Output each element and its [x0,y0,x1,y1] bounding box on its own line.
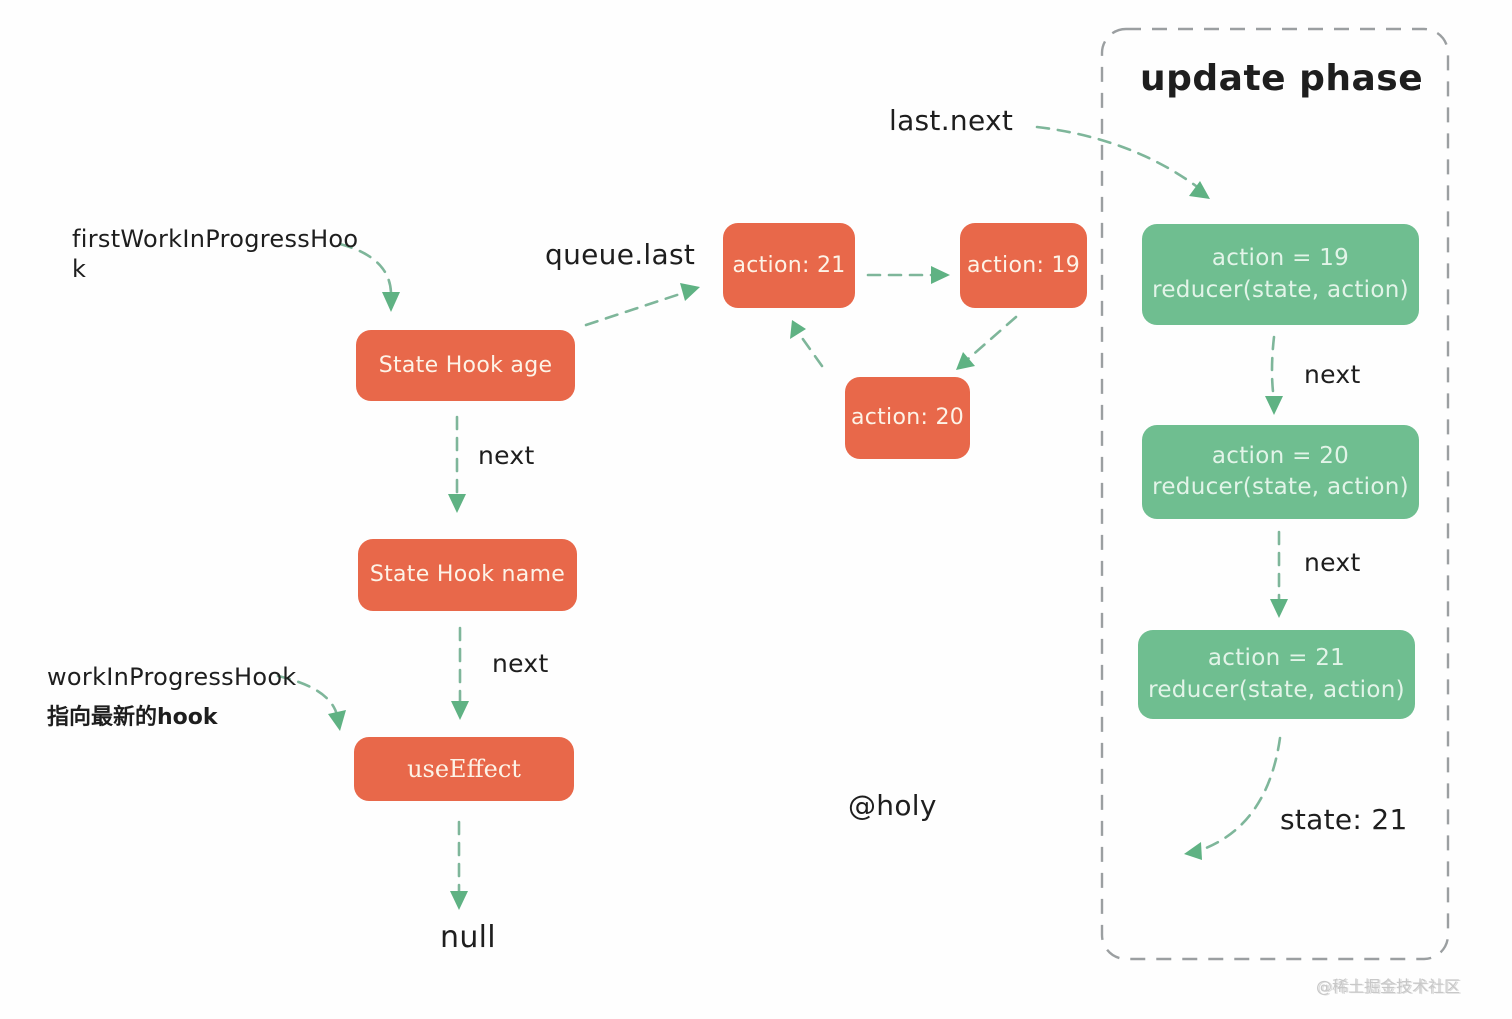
label-first-wip-hook: firstWorkInProgressHoo k [72,224,358,284]
node-use-effect: useEffect [354,737,574,801]
node-reducer-20-action: action = 20 [1211,442,1350,469]
arrow-firstwip-to-age [338,242,400,312]
arrow-action19-to-action20 [956,315,1018,370]
node-state-hook-age: State Hook age [356,330,575,401]
node-action-19: action: 19 [960,223,1087,308]
arrow-action20-to-action21 [790,320,824,368]
arrow-name-to-useeffect [451,626,469,720]
node-reducer-20: action = 20 reducer(state, action) [1142,425,1419,519]
node-action-20: action: 20 [845,377,970,459]
update-phase-panel-border [1100,27,1450,961]
label-holy: @holy [848,789,937,822]
label-wip-hook: workInProgressHook [47,663,297,691]
label-null: null [440,920,496,955]
arrow-reducer19-to-reducer20 [1265,335,1283,415]
label-next-4: next [1304,548,1361,577]
label-next-3: next [1304,360,1361,389]
node-action-21: action: 21 [723,223,855,308]
label-next-2: next [492,649,549,678]
arrow-queuelast-to-action21 [584,283,700,327]
node-reducer-21: action = 21 reducer(state, action) [1138,630,1415,719]
node-reducer-21-call: reducer(state, action) [1148,676,1405,703]
arrow-useeffect-to-null [450,820,468,910]
label-next-1: next [478,441,535,470]
watermark: @稀土掘金技术社区 [1316,977,1461,996]
arrow-reducer21-to-state [1184,736,1282,860]
label-first-wip-line1: firstWorkInProgressHoo [72,225,359,253]
label-state-21: state: 21 [1280,803,1408,836]
arrow-wip-to-useeffect [276,674,346,731]
label-wip-hook-note: 指向最新的hook [47,705,218,730]
label-last-next: last.next [889,104,1014,137]
node-reducer-21-action: action = 21 [1207,645,1346,672]
arrow-reducer20-to-reducer21 [1270,530,1288,618]
label-queue-last: queue.last [545,238,696,271]
node-reducer-19-action: action = 19 [1211,245,1350,272]
arrow-age-to-name [448,415,466,513]
node-reducer-19: action = 19 reducer(state, action) [1142,224,1419,325]
arrow-lastnext-to-reducer19 [1035,125,1210,199]
arrow-action21-to-action19 [866,266,950,284]
node-reducer-20-call: reducer(state, action) [1152,474,1409,500]
node-state-hook-name: State Hook name [358,539,577,611]
label-first-wip-line2: k [72,255,87,283]
update-phase-title: update phase [1140,58,1424,99]
node-reducer-19-call: reducer(state, action) [1152,276,1409,303]
